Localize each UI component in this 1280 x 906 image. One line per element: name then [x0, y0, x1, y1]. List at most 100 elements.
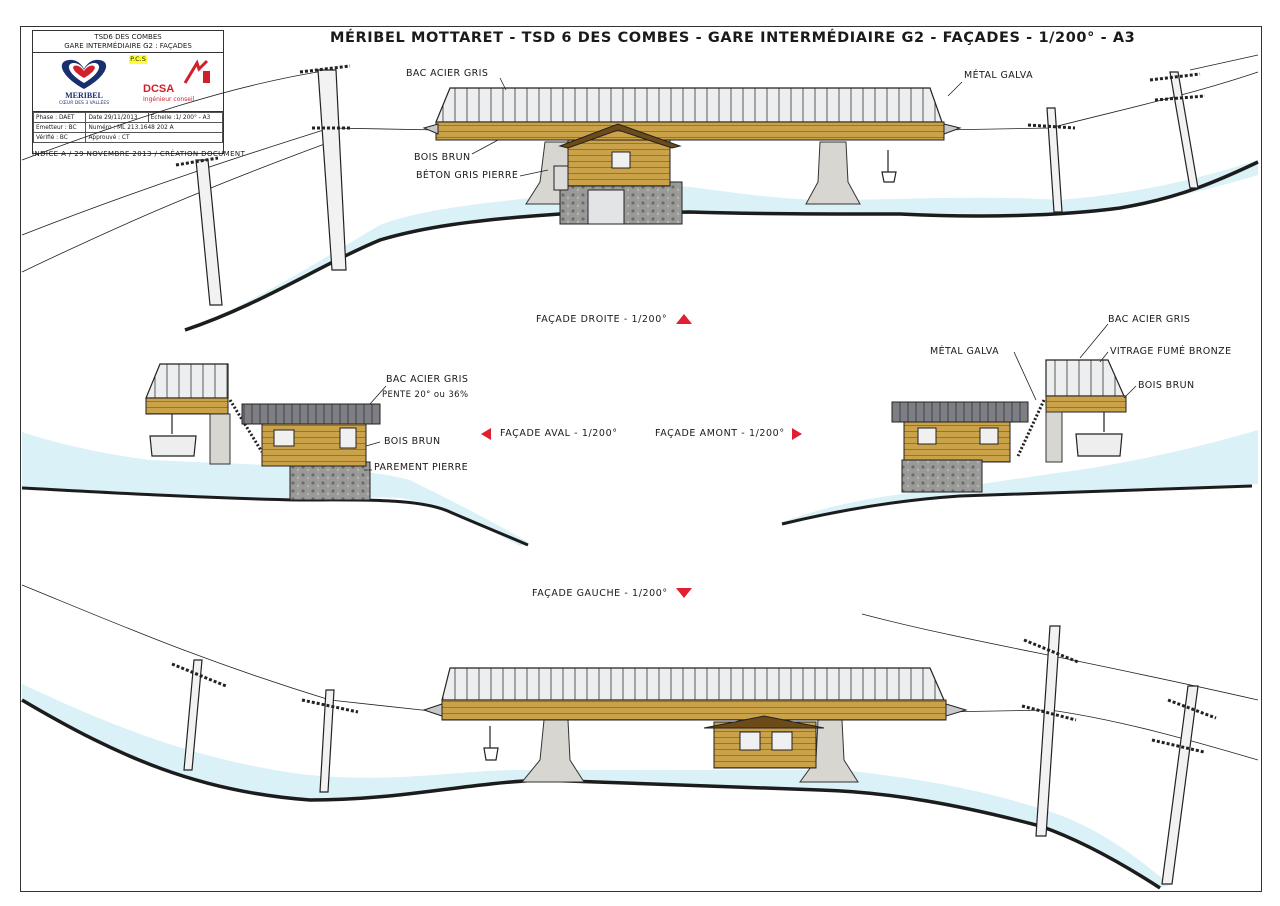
- glass-roof: [441, 667, 945, 701]
- firm-logo-text: DCSA: [143, 83, 175, 95]
- glass-roof: [145, 363, 229, 399]
- label-metal-galva: MÉTAL GALVA: [930, 346, 999, 357]
- cabin-window: [611, 151, 631, 169]
- pylon: [171, 659, 227, 771]
- logo-area: MERIBEL CŒUR DES 3 VALLÉES P.C.S DCSA In…: [33, 53, 223, 112]
- arrow-up-icon: [676, 314, 692, 324]
- chairlift-seat: [881, 150, 897, 183]
- dcsa-logo-icon: [183, 59, 210, 84]
- stone-base: [901, 459, 983, 493]
- cable-sheave: [943, 123, 962, 135]
- concrete-pier: [1045, 411, 1063, 463]
- concrete-pier: [209, 413, 231, 465]
- cabin-roof: [241, 403, 381, 425]
- approved-cell: Approuvé : CT: [85, 132, 223, 143]
- facade-droite-elevation: [21, 54, 1259, 332]
- cabin-roof: [891, 401, 1029, 423]
- chairlift-seat: [1075, 412, 1123, 457]
- checked-cell: Vérifié : BC: [32, 132, 87, 143]
- cabin-window: [917, 427, 937, 445]
- cable-line: [21, 127, 441, 236]
- meribel-heart-icon: [61, 59, 107, 89]
- label-bac-acier-gris: BAC ACIER GRIS: [386, 374, 469, 385]
- cable-line: [861, 613, 1259, 701]
- pylon: [301, 689, 359, 793]
- pylon: [1021, 625, 1079, 837]
- cable-sheave: [422, 703, 443, 717]
- table-row: Vérifié : BC Approuvé : CT: [32, 132, 223, 143]
- drawing-frame: [20, 26, 1262, 892]
- label-bois-brun: BOIS BRUN: [1138, 380, 1195, 391]
- title-block: TSD6 DES COMBES GARE INTERMÉDIAIRE G2 : …: [32, 30, 224, 154]
- pylon: [299, 64, 352, 271]
- stone-base: [289, 461, 371, 501]
- label-beton-gris-pierre: BÉTON GRIS PIERRE: [416, 170, 519, 181]
- client-logo-subtitle: CŒUR DES 3 VALLÉES: [58, 101, 110, 106]
- access-stair: [553, 165, 569, 191]
- document-subject: GARE INTERMÉDIAIRE G2 : FAÇADES: [64, 42, 192, 50]
- snow-surface: [22, 684, 1170, 888]
- label-bac-acier-gris: BAC ACIER GRIS: [406, 68, 489, 79]
- cable-line: [21, 141, 331, 273]
- cable-sheave: [422, 123, 439, 135]
- facade-aval-elevation: [21, 363, 529, 547]
- caption-facade-amont: FAÇADE AMONT - 1/200°: [655, 428, 785, 439]
- drawing-title: MÉRIBEL MOTTARET - TSD 6 DES COMBES - GA…: [330, 30, 1136, 46]
- cabin-window: [339, 427, 357, 449]
- cabin-window: [739, 731, 761, 751]
- glass-roof: [435, 87, 943, 123]
- chairlift-seat: [483, 726, 499, 761]
- title-block-table: Phase : DAET Date 29/11/2013 Echelle :1/…: [32, 112, 224, 143]
- pcs-badge: P.C.S: [129, 55, 147, 64]
- wood-fascia: [441, 699, 947, 721]
- snow-surface: [22, 432, 528, 546]
- label-vitrage: VITRAGE FUMÉ BRONZE: [1110, 346, 1232, 357]
- label-pente: PENTE 20° ou 36%: [382, 390, 469, 400]
- cable-line: [21, 69, 331, 161]
- arrow-down-icon: [676, 588, 692, 598]
- cabin-roof: [558, 123, 682, 149]
- caption-facade-gauche: FAÇADE GAUCHE - 1/200°: [532, 588, 668, 599]
- meribel-logo: MERIBEL CŒUR DES 3 VALLÉES: [39, 57, 129, 107]
- pylon: [1149, 71, 1206, 189]
- facade-gauche-elevation: [21, 584, 1259, 890]
- snow-surface: [185, 160, 1258, 330]
- cable-line: [21, 584, 441, 713]
- title-block-header: TSD6 DES COMBES GARE INTERMÉDIAIRE G2 : …: [33, 31, 223, 53]
- cable-line: [939, 71, 1259, 131]
- concrete-pier: [520, 719, 585, 783]
- wood-fascia: [1045, 395, 1127, 413]
- pylon: [1027, 107, 1076, 213]
- cable-line: [1189, 54, 1259, 71]
- ground-line: [21, 698, 1161, 890]
- concrete-pier: [805, 141, 861, 205]
- caption-facade-aval: FAÇADE AVAL - 1/200°: [500, 428, 618, 439]
- cabin-roof: [703, 715, 825, 729]
- project-name: TSD6 DES COMBES: [94, 33, 162, 41]
- arrow-left-icon: [481, 428, 491, 440]
- label-parement-pierre: PAREMENT PIERRE: [374, 462, 469, 473]
- wood-cabin: [713, 721, 817, 769]
- label-bois-brun: BOIS BRUN: [414, 152, 471, 163]
- glass-roof: [1045, 359, 1125, 397]
- wood-fascia: [145, 397, 229, 415]
- client-logo-text: MERIBEL: [65, 91, 103, 100]
- firm-logo-subtitle: Ingénieur conseil: [143, 96, 195, 103]
- label-bois-brun: BOIS BRUN: [384, 436, 441, 447]
- leader-lines: [364, 77, 1137, 471]
- cabin-window: [771, 731, 793, 751]
- revision-note: INDICE A / 29 NOVEMBRE 2013 / CRÉATION D…: [32, 150, 246, 158]
- ground-line: [184, 160, 1259, 332]
- label-bac-acier-gris: BAC ACIER GRIS: [1108, 314, 1191, 325]
- cable-sheave: [945, 703, 968, 717]
- caption-facade-droite: FAÇADE DROITE - 1/200°: [536, 314, 668, 325]
- facade-amont-elevation: [781, 359, 1258, 526]
- pylon: [175, 156, 223, 306]
- label-metal-galva: MÉTAL GALVA: [964, 70, 1033, 81]
- ground-line: [781, 484, 1253, 526]
- cabin-window: [273, 429, 295, 447]
- cable-line: [939, 709, 1259, 761]
- garage-door: [587, 189, 625, 225]
